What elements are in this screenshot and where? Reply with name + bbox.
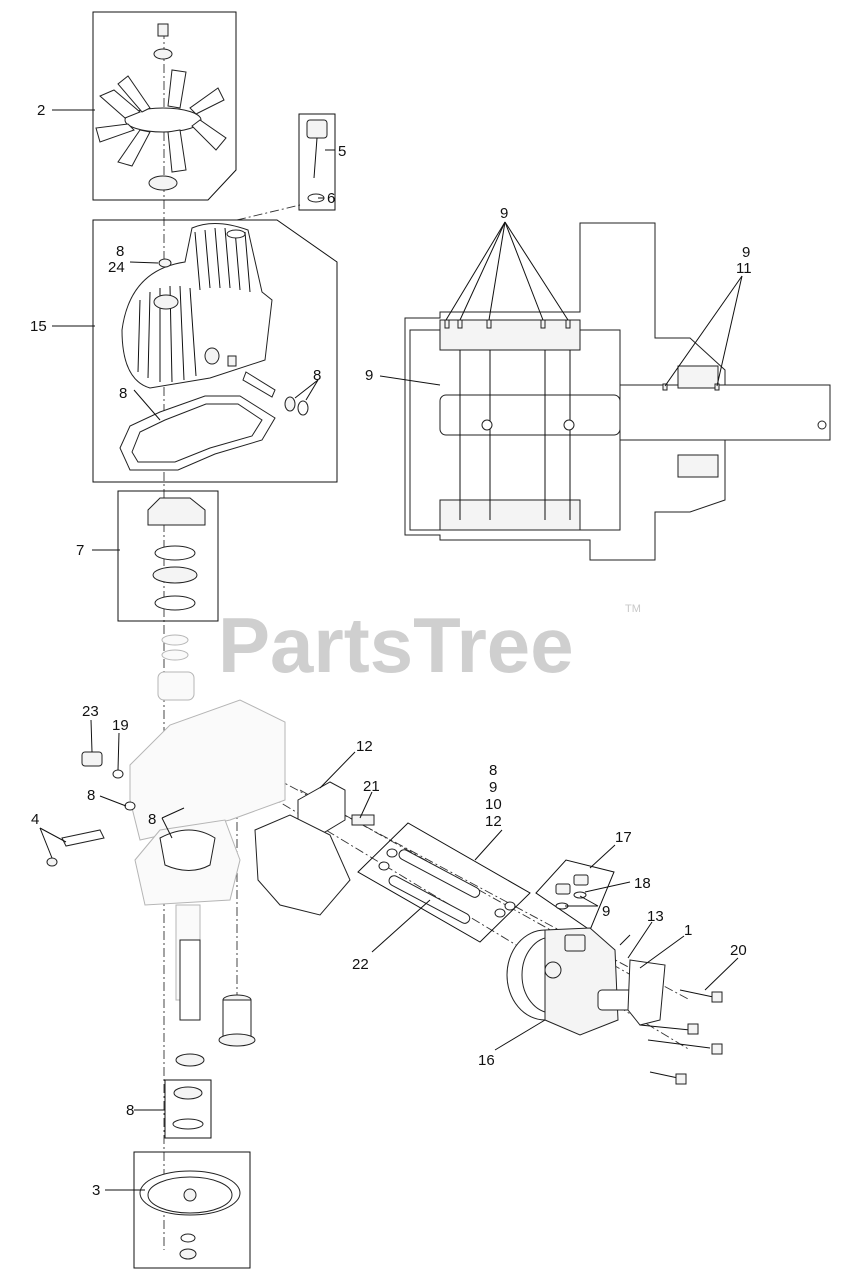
callout-22: 22 [352, 956, 369, 973]
fan-assembly [92, 11, 237, 201]
callout-5: 5 [338, 143, 346, 160]
callout-8-ring: 8 [148, 811, 156, 828]
callout-12-kit: 12 [485, 813, 502, 830]
callout-8-bearing: 8 [126, 1102, 134, 1119]
callout-12-bracket: 12 [356, 738, 373, 755]
callout-8-housing: 8 [87, 787, 95, 804]
bearing-box [164, 1079, 212, 1139]
drive-shaft [175, 939, 205, 1067]
callout-8-seals: 8 [313, 367, 321, 384]
cross-section-view [404, 222, 831, 561]
o-ring-8-icon [124, 801, 136, 811]
callout-21: 21 [363, 778, 380, 795]
filter-icon [222, 999, 252, 1041]
snap-ring-icon [172, 1118, 204, 1130]
callout-18: 18 [634, 875, 651, 892]
bypass-valve-icon [81, 751, 103, 767]
callout-4: 4 [31, 811, 39, 828]
motor-arm-icon [627, 959, 666, 1026]
pump-center-stack [129, 634, 286, 1047]
bracket-parts [254, 781, 375, 916]
callout-16: 16 [478, 1052, 495, 1069]
o-ring-19-icon [112, 769, 124, 779]
bolts-20 [639, 989, 723, 1085]
callout-17: 17 [615, 829, 632, 846]
control-shaft-icon [227, 355, 309, 416]
callout-8-gasket: 8 [119, 385, 127, 402]
left-small-parts [46, 751, 136, 867]
needle-bearing-icon [152, 566, 198, 584]
bearing-icon [173, 1086, 203, 1100]
nut-icon [179, 1248, 197, 1260]
callout-9-kit: 9 [489, 779, 497, 796]
housing-icon [121, 223, 273, 389]
callout-8-kit: 8 [489, 762, 497, 779]
motor-housing [506, 927, 666, 1036]
dipstick-box [298, 113, 336, 211]
callout-24-cap: 24 [108, 259, 125, 276]
thrust-bearing-assembly [117, 490, 219, 622]
watermark-brand: PartsTree [218, 601, 574, 689]
callout-9-left: 9 [365, 367, 373, 384]
callout-1: 1 [684, 922, 692, 939]
housing-box [92, 219, 338, 483]
pump-gasket-icon [159, 829, 216, 871]
callout-8-cap: 8 [116, 243, 124, 260]
dipstick-cap-icon [306, 119, 328, 139]
pulley-assembly [133, 1151, 251, 1269]
washer-icon [154, 545, 196, 561]
bolt-21-icon [351, 814, 375, 826]
plug-kit [535, 859, 615, 931]
callout-19: 19 [112, 717, 129, 734]
callout-labels: 2 5 6 8 24 15 8 8 7 9 9 9 11 23 19 8 4 8… [30, 102, 752, 1199]
mounting-bracket-icon [254, 814, 351, 916]
watermark-trademark: TM [625, 603, 641, 615]
gasket-icon [119, 395, 276, 471]
leader-lines [39, 109, 743, 1191]
dipstick-assembly [298, 113, 336, 211]
fan-icon [95, 23, 227, 191]
kit-box [357, 822, 531, 943]
bearing-assembly [164, 1079, 212, 1139]
callout-9-right: 9 [742, 244, 750, 261]
pulley-box [133, 1151, 251, 1269]
lever-icon [61, 829, 105, 847]
callout-2: 2 [37, 102, 45, 119]
callout-9-filter: 9 [602, 903, 610, 920]
callout-15: 15 [30, 318, 47, 335]
thrust-bearing-box [117, 490, 219, 622]
plug-kit-box [535, 859, 615, 931]
swashplate-icon [147, 497, 206, 526]
callout-13: 13 [647, 908, 664, 925]
housing-assembly [92, 219, 338, 483]
check-valve-icon [398, 849, 481, 898]
callout-10-kit: 10 [485, 796, 502, 813]
callout-20: 20 [730, 942, 747, 959]
race-icon [154, 595, 196, 611]
check-valve-kit [357, 822, 531, 943]
fan-box [92, 11, 237, 201]
callout-9-top: 9 [500, 205, 508, 222]
callout-3: 3 [92, 1182, 100, 1199]
callout-11-right: 11 [736, 260, 752, 277]
callout-7: 7 [76, 542, 84, 559]
callout-23: 23 [82, 703, 99, 720]
callout-6: 6 [327, 190, 335, 207]
